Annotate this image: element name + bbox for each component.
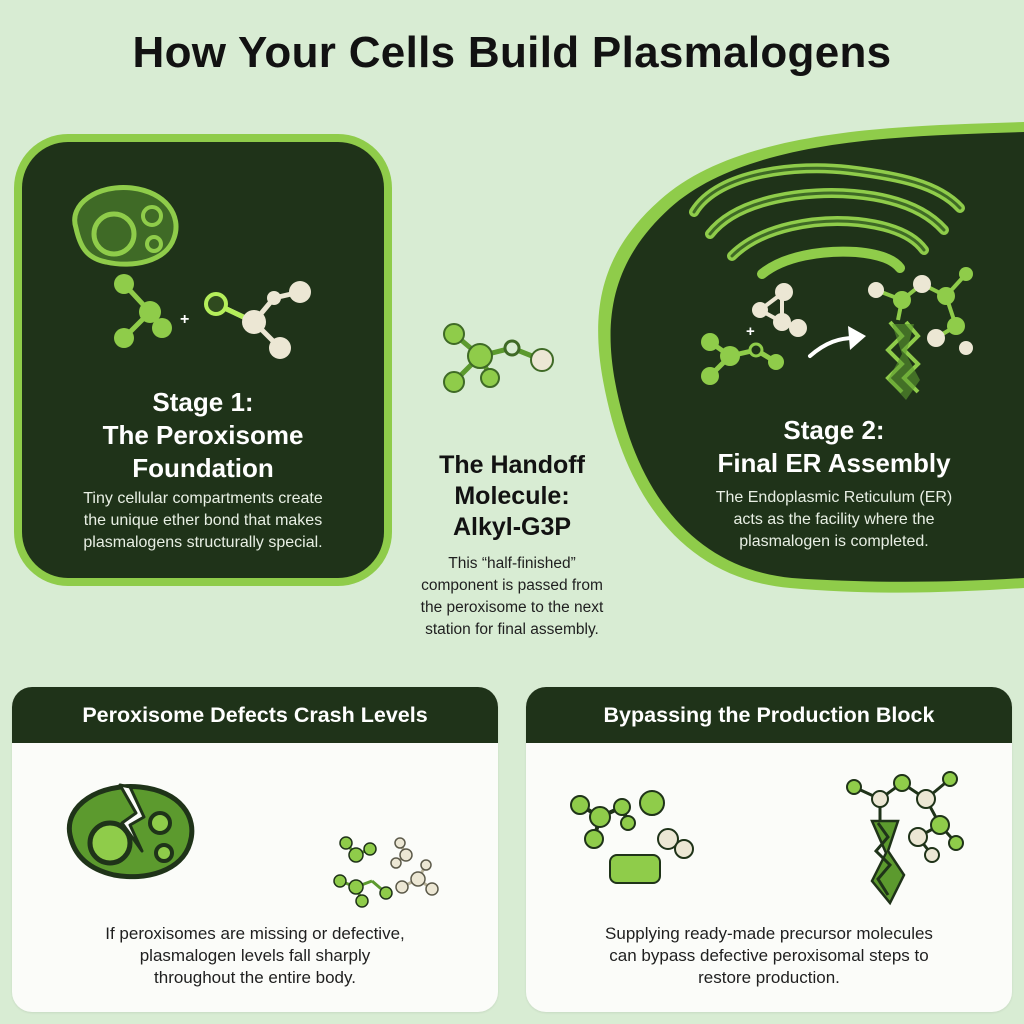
restored-plasmalogen-icon [846, 771, 964, 906]
defects-heading: Peroxisome Defects Crash Levels [12, 687, 498, 743]
stage1-description-line: the unique ether bond that makes [83, 512, 323, 529]
stage1-card: + Stage 1: The Peroxisome Foundation Tin… [14, 134, 392, 586]
handoff-description-line: component is passed from [421, 577, 603, 594]
page-title: How Your Cells Build Plasmalogens [132, 28, 892, 77]
handoff-heading-line: Alkyl-G3P [452, 513, 572, 541]
stage2-heading: Stage 2: Final ER Assembly [660, 414, 1008, 480]
stage2-description: The Endoplasmic Reticulum (ER) acts as t… [660, 487, 1008, 553]
bypass-heading: Bypassing the Production Block [526, 687, 1012, 743]
stage1-heading-line: Foundation [132, 453, 274, 483]
scattered-molecules-icon [333, 836, 439, 908]
stage1-description-line: plasmalogens structurally special. [83, 534, 323, 551]
handoff-description-line: the peroxisome to the next [420, 599, 604, 616]
plasmalogen-molecule-icon [868, 267, 973, 400]
handoff-heading-line: The Handoff [439, 451, 585, 479]
precursor-molecules-icon [570, 790, 694, 884]
stage2-description-line: plasmalogen is completed. [739, 533, 929, 550]
endoplasmic-reticulum-icon [689, 163, 965, 279]
peroxisome-icon [72, 185, 179, 267]
bypass-description: Supplying ready-made precursor molecules… [526, 923, 1012, 989]
defects-description: If peroxisomes are missing or defective,… [12, 923, 498, 989]
bypass-description-line: restore production. [698, 968, 840, 987]
stage1-heading-line: Stage 1: [152, 387, 254, 417]
alkyl-g3p-molecule-icon [443, 323, 554, 393]
bypass-card: Bypassing the Production Block [526, 687, 1012, 1012]
stage2-heading-line: Stage 2: [783, 415, 885, 445]
stage1-heading: Stage 1: The Peroxisome Foundation [22, 386, 384, 485]
stage1-card-inner: + Stage 1: The Peroxisome Foundation Tin… [22, 142, 384, 578]
plus-sign: + [746, 323, 755, 340]
bypass-description-line: can bypass defective peroxisomal steps t… [609, 946, 929, 965]
handoff-heading-line: Molecule: [454, 482, 570, 510]
plus-sign: + [180, 311, 189, 328]
defects-description-line: plasmalogen levels fall sharply [139, 946, 371, 965]
stage2-reactants-icon: + [701, 283, 807, 385]
stage1-description-line: Tiny cellular compartments create [83, 490, 323, 507]
stage1-molecules-icon: + [114, 274, 311, 359]
handoff-heading: The Handoff Molecule: Alkyl-G3P [392, 450, 632, 543]
handoff-description-line: station for final assembly. [425, 621, 599, 638]
stage2-description-line: acts as the facility where the [733, 511, 935, 528]
stage2-description-line: The Endoplasmic Reticulum (ER) [715, 489, 953, 506]
broken-peroxisome-icon [66, 783, 195, 880]
defects-description-line: throughout the entire body. [154, 968, 356, 987]
defects-card: Peroxisome Defects Crash Levels [12, 687, 498, 1012]
arrow-right-icon [808, 326, 866, 358]
defects-description-line: If peroxisomes are missing or defective, [105, 924, 405, 943]
stage1-heading-line: The Peroxisome [102, 420, 304, 450]
handoff-description: This “half-finished” component is passed… [380, 553, 644, 641]
stage1-description: Tiny cellular compartments create the un… [22, 488, 384, 554]
bypass-description-line: Supplying ready-made precursor molecules [605, 924, 933, 943]
stage2-heading-line: Final ER Assembly [717, 448, 951, 478]
handoff-description-line: This “half-finished” [448, 555, 576, 572]
